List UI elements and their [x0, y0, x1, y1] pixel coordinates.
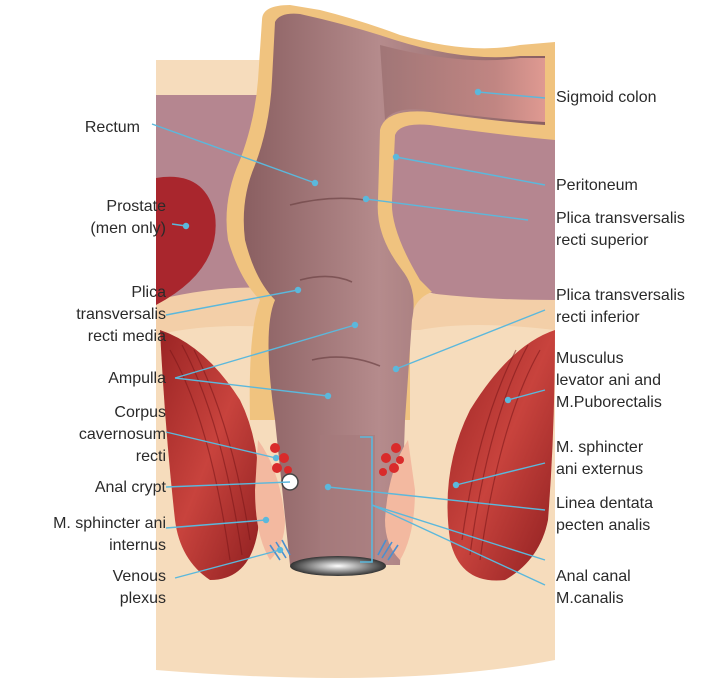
prostate-shape [156, 176, 216, 305]
label-ampulla: Ampulla [108, 370, 166, 387]
sphincter-internus-left [255, 440, 285, 560]
leader-dots [182, 88, 512, 554]
sphincter-internus-right [385, 440, 415, 560]
leader-lines [151, 91, 546, 586]
label-corpus-cavernosum: Corpus cavernosum recti [78, 404, 166, 465]
corpus-cavernosum-dots [270, 443, 404, 476]
label-sphincter-internus: M. sphincter ani internus [53, 515, 166, 554]
label-prostate: Prostate (men only) [90, 198, 166, 237]
label-anal-canal: Anal canal M.canalis [556, 568, 631, 607]
mucosal-folds [289, 197, 381, 367]
label-plica-superior: Plica transversalis recti superior [556, 210, 685, 249]
label-venous-plexus: Venous plexus [112, 568, 166, 607]
label-sigmoid-colon: Sigmoid colon [556, 89, 657, 106]
anal-opening [290, 556, 386, 576]
label-musculus-levator: Musculus levator ani and M.Puborectalis [556, 350, 662, 411]
colon-shape [243, 13, 545, 565]
label-anal-crypt: Anal crypt [94, 479, 166, 496]
anal-canal-bracket [360, 436, 373, 563]
levator-ani-right [447, 330, 555, 581]
label-plica-inferior: Plica transversalis recti inferior [556, 287, 685, 326]
label-rectum: Rectum [84, 119, 140, 136]
anal-canal-band [320, 435, 375, 560]
label-plica-media: Plica transversalis recti media [76, 284, 166, 345]
label-sphincter-externus: M. sphincter ani externus [556, 439, 644, 478]
label-peritoneum: Peritoneum [556, 177, 638, 194]
label-linea-dentata: Linea dentata pecten analis [556, 495, 653, 534]
sigmoid-colon-shape [380, 45, 545, 122]
